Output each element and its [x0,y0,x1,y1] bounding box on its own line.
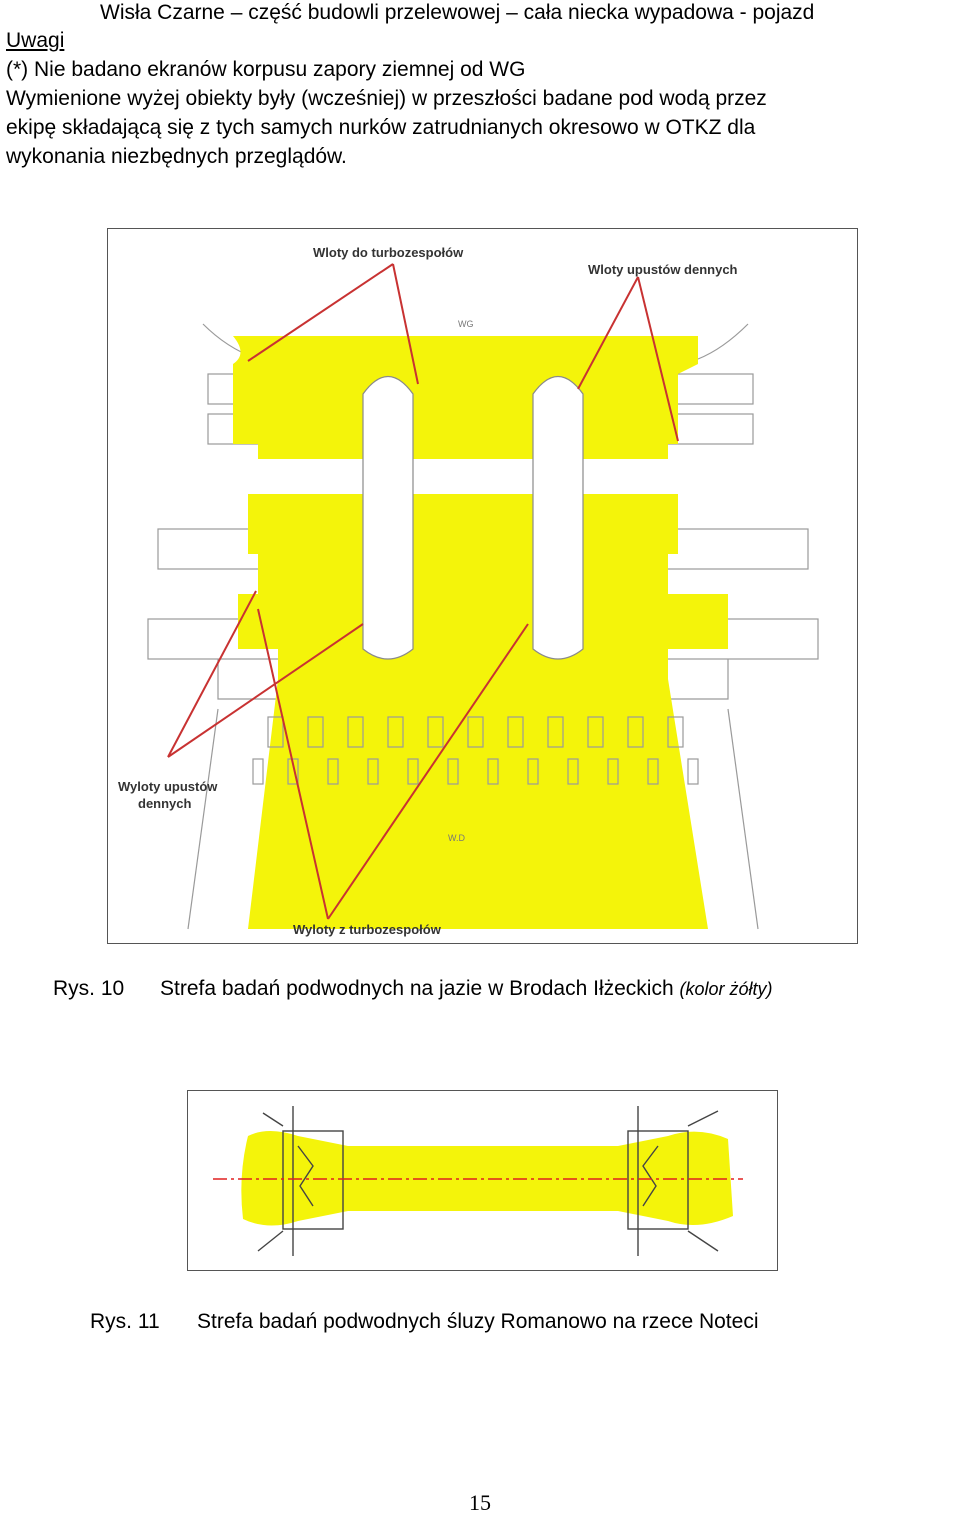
study-zone-highlight [233,336,728,929]
paragraph-line: ekipę składającą się z tych samych nurkó… [6,116,756,139]
label-wd: W.D [448,833,465,843]
caption-number: Rys. 11 [90,1310,160,1333]
page-number: 15 [469,1490,491,1515]
label-inlets-bottom: Wloty upustów dennych [588,262,738,277]
figure-lock-drawing [187,1090,778,1271]
label-outlets-bottom-1: Wyloty upustów [118,779,218,794]
label-inlets-turbines: Wloty do turbozespołów [313,245,464,260]
caption-note: (kolor żółty) [679,979,773,999]
weir-drawing-svg: Wloty do turbozespołów Wloty upustów den… [118,245,819,937]
figure-caption-11: Rys. 11 Strefa badań podwodnych śluzy Rom… [90,1308,758,1336]
label-outlets-bottom-2: dennych [138,796,192,811]
paragraph-line: wykonania niezbędnych przeglądów. [6,145,347,168]
paragraph-line: Wymienione wyżej obiekty były (wcześniej… [6,87,767,110]
page-title: Wisła Czarne – część budowli przelewowej… [100,1,815,24]
figure-caption-10: Rys. 10 Strefa badań podwodnych na jazie … [53,975,773,1003]
caption-text: Strefa badań podwodnych śluzy Romanowo n… [197,1310,759,1333]
caption-number: Rys. 10 [53,977,125,1000]
annotation-arrows [167,263,679,920]
section-heading-uwagi: Uwagi [6,29,65,52]
label-wg: WG [458,319,474,329]
note-text: (*) Nie badano ekranów korpusu zapory zi… [6,58,526,81]
lock-drawing-svg [213,1106,743,1256]
figure-weir-drawing: Wloty do turbozespołów Wloty upustów den… [107,228,858,944]
caption-text: Strefa badań podwodnych na jazie w Broda… [160,977,674,1000]
label-outlets-turbines: Wyloty z turbozespołów [293,922,442,937]
lock-study-zone [241,1131,734,1226]
